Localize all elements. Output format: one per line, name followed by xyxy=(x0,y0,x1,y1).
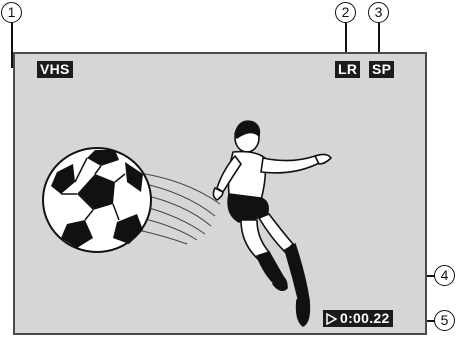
callout-4: 4 xyxy=(434,265,455,286)
callout-3: 3 xyxy=(368,2,389,23)
audio-mode-label: LR xyxy=(335,61,360,78)
callout-2: 2 xyxy=(335,2,356,23)
soccer-illustration xyxy=(15,54,425,333)
tv-screen: VHS LR SP 0:00.22 xyxy=(13,52,427,335)
soccer-ball-icon xyxy=(43,148,151,252)
tape-format-label: VHS xyxy=(37,61,73,78)
tape-counter-value: 0:00.22 xyxy=(340,310,390,327)
soccer-player-kicking-icon xyxy=(213,121,331,326)
callout-1: 1 xyxy=(1,2,22,23)
tape-counter-display: 0:00.22 xyxy=(323,310,393,327)
callout-5: 5 xyxy=(434,310,455,331)
play-triangle-icon xyxy=(326,313,337,325)
recording-speed-label: SP xyxy=(369,61,394,78)
